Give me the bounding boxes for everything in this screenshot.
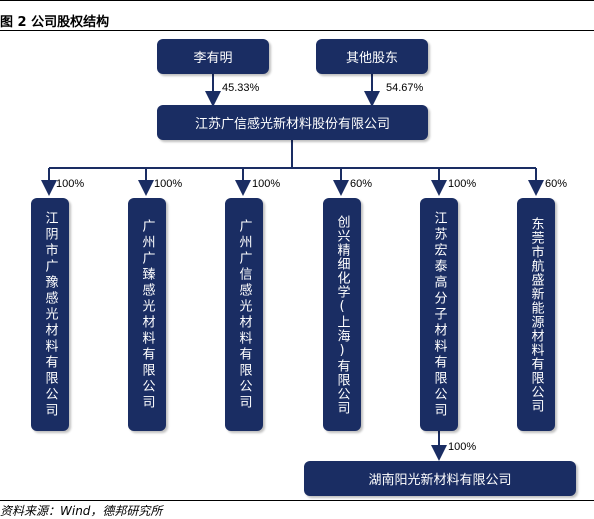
subsidiary-box-guangzhen: 广州广臻感光材料有限公司 (128, 198, 166, 431)
title-rule (0, 30, 594, 31)
subsidiary-box-guangxin: 广州广信感光材料有限公司 (225, 198, 263, 431)
company-name: 江苏广信感光新材料股份有限公司 (194, 117, 390, 132)
shareholder-name: 其他股东 (345, 51, 398, 66)
shareholder-name: 李有明 (193, 51, 233, 66)
subsidiary-pct: 100% (56, 178, 85, 190)
subsidiary-pct: 100% (252, 178, 281, 190)
shareholder-pct: 45.33% (222, 82, 260, 94)
figure-title: 图 2 公司股权结构 (0, 15, 110, 30)
subsidiary-name: 创兴精细化学(上海)有限公司 (334, 214, 350, 415)
shareholder-box-others: 其他股东 (316, 39, 428, 74)
sub-subsidiary-pct: 100% (448, 441, 477, 453)
top-rule (0, 0, 594, 1)
sub-subsidiary-box: 湖南阳光新材料有限公司 (304, 461, 576, 496)
subsidiary-name: 广州广臻感光材料有限公司 (139, 218, 155, 411)
subsidiary-pct: 60% (350, 178, 373, 190)
subsidiary-box-chuangxing: 创兴精细化学(上海)有限公司 (323, 198, 361, 431)
subsidiary-name: 广州广信感光材料有限公司 (236, 218, 252, 411)
shareholder-box-li-youming: 李有明 (157, 39, 269, 74)
subsidiary-name: 江阴市广豫感光材料有限公司 (42, 210, 58, 419)
subsidiary-box-hangsheng: 东莞市航盛新能源材料有限公司 (517, 198, 555, 431)
subsidiary-box-hongtai: 江苏宏泰高分子材料有限公司 (420, 198, 458, 431)
subsidiary-name: 东莞市航盛新能源材料有限公司 (528, 216, 544, 413)
subsidiary-box-jiangyin: 江阴市广豫感光材料有限公司 (31, 198, 69, 431)
company-box: 江苏广信感光新材料股份有限公司 (157, 105, 428, 140)
sub-subsidiary-name: 湖南阳光新材料有限公司 (368, 473, 512, 488)
subsidiary-name: 江苏宏泰高分子材料有限公司 (431, 210, 447, 419)
subsidiary-pct: 60% (545, 178, 568, 190)
subsidiary-pct: 100% (448, 178, 477, 190)
bottom-rule (0, 500, 594, 501)
subsidiary-pct: 100% (154, 178, 183, 190)
shareholder-pct: 54.67% (386, 82, 424, 94)
source-note: 资料来源：Wind，德邦研究所 (0, 504, 163, 518)
